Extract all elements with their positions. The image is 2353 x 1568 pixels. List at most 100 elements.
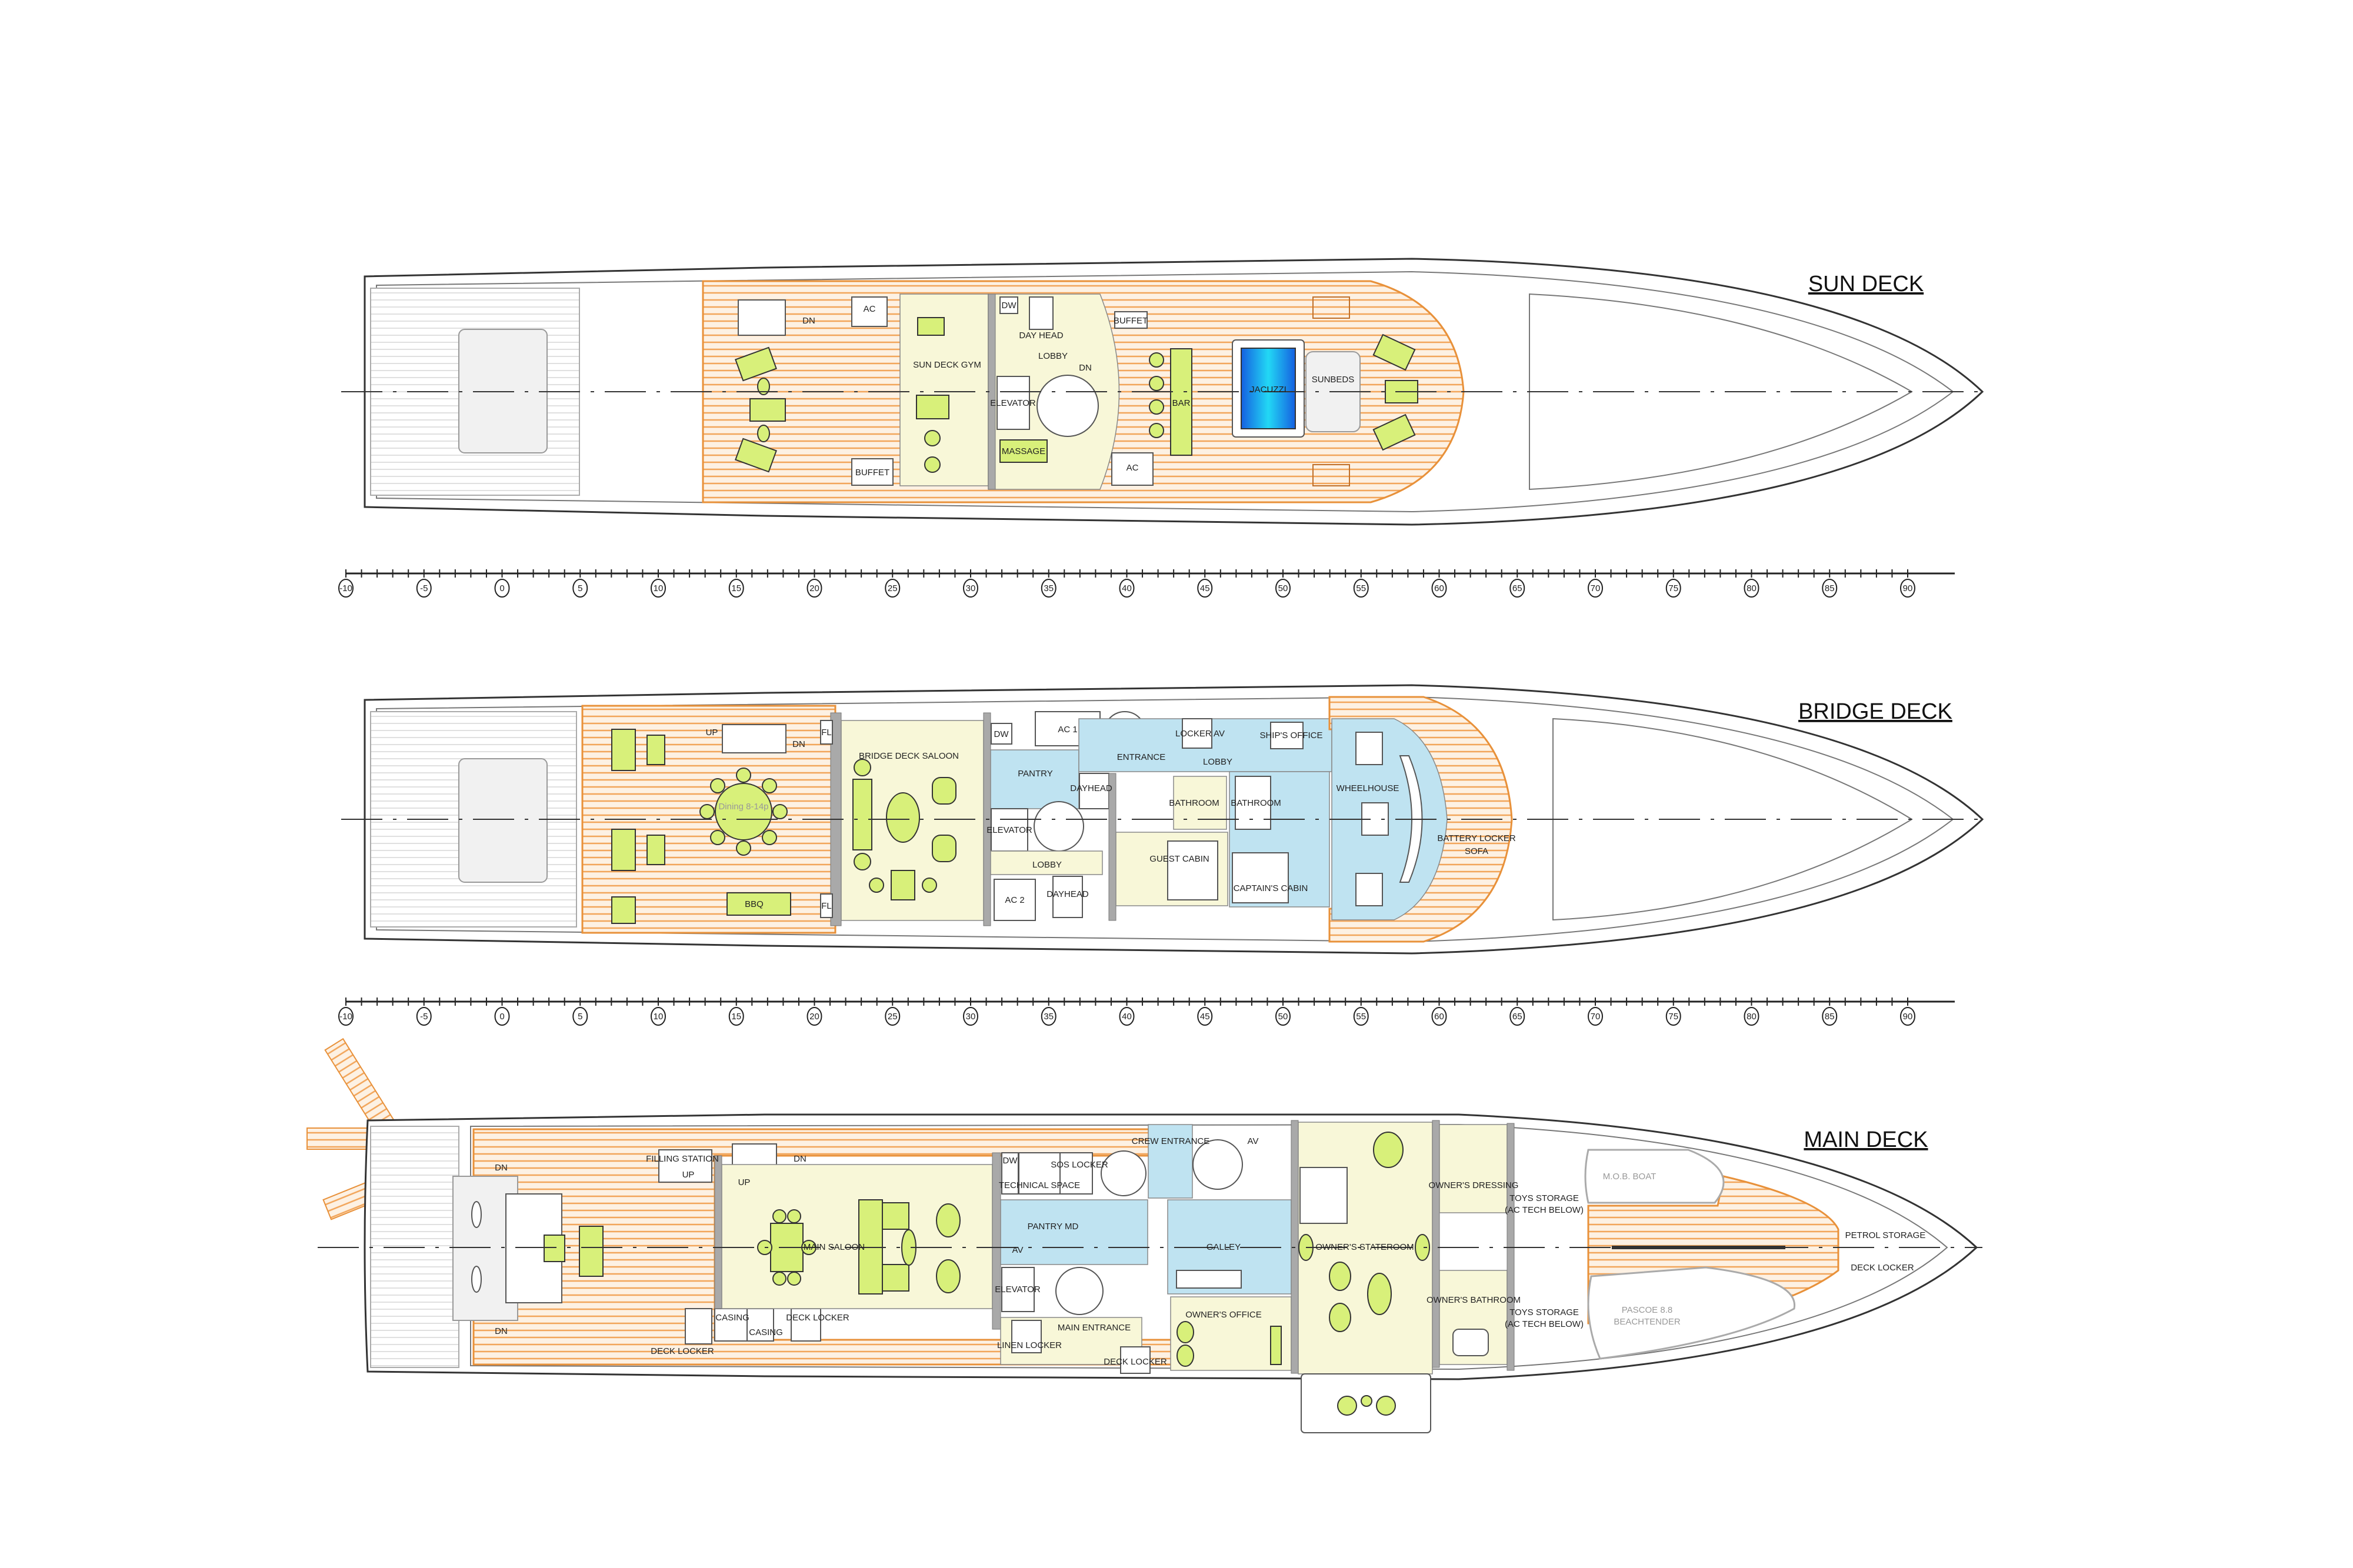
sun-deck-stair bbox=[738, 299, 786, 336]
ruler-label: 70 bbox=[1591, 583, 1601, 593]
ruler-label-circle bbox=[1041, 579, 1056, 598]
side-table bbox=[757, 425, 770, 442]
technical-space bbox=[1018, 1152, 1061, 1195]
bridge-deck-dayhead-2-label: DAYHEAD bbox=[1046, 889, 1089, 899]
ruler-label-circle bbox=[572, 1007, 588, 1026]
ruler-label-circle bbox=[728, 1007, 744, 1026]
ruler-label-circle bbox=[1041, 1007, 1056, 1026]
ruler-label: 0 bbox=[499, 1012, 504, 1022]
ruler-label-circle bbox=[963, 579, 978, 598]
sofa bbox=[611, 729, 636, 771]
ruler-label-circle bbox=[651, 579, 666, 598]
ruler-label-circle bbox=[1665, 579, 1681, 598]
sun-deck-jacuzzi-label: JACUZZI bbox=[1250, 385, 1287, 395]
dining-chair bbox=[710, 830, 725, 845]
main-deck-dn-1-label: DN bbox=[495, 1163, 508, 1173]
ruler-label-circle bbox=[728, 579, 744, 598]
bridge-deck-dn-label: DN bbox=[792, 739, 805, 749]
bar-counter bbox=[1170, 348, 1192, 456]
ruler-label-circle bbox=[651, 1007, 666, 1026]
ruler-label-circle bbox=[885, 579, 901, 598]
jacuzzi-pool bbox=[1241, 348, 1296, 429]
bridge-deck-locker-av-label: LOCKER AV bbox=[1175, 729, 1225, 739]
armchair bbox=[936, 1203, 961, 1237]
gym-bike bbox=[924, 456, 941, 473]
dashboard bbox=[1399, 755, 1423, 883]
bridge-deck-bathroom-2-label: BATHROOM bbox=[1231, 798, 1281, 808]
armchair bbox=[932, 777, 956, 805]
main-deck-owners-dressing-label: OWNER'S DRESSING bbox=[1429, 1180, 1519, 1190]
coffee-table bbox=[646, 735, 665, 765]
ruler-label-circle bbox=[1509, 579, 1525, 598]
main-deck-dw-label: DW bbox=[1003, 1156, 1018, 1166]
main-deck-casing-2-label: CASING bbox=[749, 1327, 783, 1337]
ruler-label-circle bbox=[1197, 579, 1213, 598]
crew-entrance bbox=[1148, 1124, 1193, 1199]
coffee-table bbox=[1367, 1273, 1392, 1315]
day-head bbox=[1029, 296, 1054, 330]
main-deck-main-entrance-label: MAIN ENTRANCE bbox=[1058, 1323, 1131, 1333]
gym-machine bbox=[917, 317, 945, 336]
main-deck-up-stair-label: UP bbox=[738, 1177, 751, 1187]
ruler-label-circle bbox=[1197, 1007, 1213, 1026]
main-deck-linen-locker-label: LINEN LOCKER bbox=[997, 1340, 1062, 1350]
treadmill bbox=[916, 395, 949, 419]
dining-table bbox=[715, 783, 772, 840]
ruler-label-circle bbox=[1588, 579, 1603, 598]
dayhead bbox=[1079, 773, 1109, 809]
ruler-label: 0 bbox=[499, 583, 504, 593]
ruler-label-circle bbox=[1353, 1007, 1369, 1026]
ruler-label-circle bbox=[416, 1007, 432, 1026]
ships-office bbox=[1270, 722, 1304, 749]
main-deck-deck-locker-4-label: DECK LOCKER bbox=[1851, 1263, 1914, 1273]
main-deck-av-2-label: AV bbox=[1012, 1245, 1024, 1255]
sofa bbox=[852, 779, 872, 850]
ruler-label-circle bbox=[494, 579, 510, 598]
bridge-deck-fl-1-label: FL bbox=[821, 728, 832, 738]
mob-boat bbox=[1584, 1149, 1725, 1204]
bridge-deck-stair bbox=[722, 724, 786, 753]
sun-lounger bbox=[749, 398, 786, 422]
ruler-label: 5 bbox=[578, 1012, 582, 1022]
ruler-label-circle bbox=[1275, 1007, 1291, 1026]
armchair bbox=[932, 835, 956, 862]
bathtub bbox=[1452, 1329, 1489, 1356]
ruler-label-circle bbox=[806, 1007, 822, 1026]
dining-chair bbox=[736, 840, 751, 856]
elevator bbox=[1001, 1267, 1035, 1312]
ruler-label-circle bbox=[1665, 1007, 1681, 1026]
sun-deck-lobby-label: LOBBY bbox=[1038, 351, 1068, 361]
main-deck-toys-1-label: TOYS STORAGE bbox=[1509, 1193, 1579, 1203]
sofa-chaise bbox=[882, 1264, 909, 1292]
bridge-deck-ac2-label: AC 2 bbox=[1005, 895, 1024, 905]
ruler-label-circle bbox=[416, 579, 432, 598]
bathroom bbox=[1173, 776, 1227, 830]
ruler-label-circle bbox=[1119, 579, 1135, 598]
wall bbox=[714, 1155, 722, 1309]
main-deck-petrol-storage-label: PETROL STORAGE bbox=[1845, 1230, 1926, 1240]
sun-deck-ac-room bbox=[851, 296, 888, 327]
fl-locker bbox=[820, 720, 833, 745]
ruler-label-circle bbox=[885, 1007, 901, 1026]
sun-deck-day-head-label: DAY HEAD bbox=[1019, 331, 1063, 341]
deck-locker bbox=[791, 1308, 821, 1342]
beachtender bbox=[1587, 1266, 1796, 1360]
ruler-label-circle bbox=[1431, 1007, 1447, 1026]
main-deck-galley-label: GALLEY bbox=[1207, 1242, 1241, 1252]
sun-lounger bbox=[735, 438, 777, 473]
bridge-deck-dw-label: DW bbox=[994, 729, 1009, 739]
ruler-label: -5 bbox=[420, 583, 428, 593]
side-table bbox=[854, 853, 871, 870]
ruler-label: 80 bbox=[1747, 1012, 1757, 1022]
dining-chair bbox=[762, 778, 777, 793]
helm-chair bbox=[1355, 873, 1383, 906]
casing bbox=[714, 1308, 748, 1342]
ruler-label-circle bbox=[338, 1007, 354, 1026]
filling-station bbox=[658, 1149, 712, 1183]
bar-stool bbox=[1149, 376, 1164, 391]
bridge-deck-saloon-label: BRIDGE DECK SALOON bbox=[859, 751, 959, 761]
main-deck-mob-boat-label: M.O.B. BOAT bbox=[1603, 1172, 1657, 1182]
sos-locker bbox=[1059, 1152, 1093, 1195]
sun-lounger bbox=[1372, 333, 1416, 371]
